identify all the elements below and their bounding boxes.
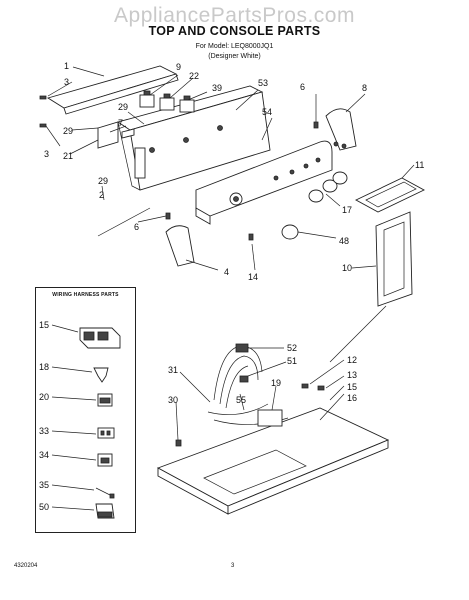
legend-part-50: 50 <box>39 502 115 519</box>
callout-19: 19 <box>271 378 281 388</box>
callout-numbers: 1 3 29 3 21 9 22 39 29 7 53 54 6 8 29 2 … <box>44 61 424 405</box>
page-number: 3 <box>231 563 235 569</box>
legend-callout-18: 18 <box>39 362 49 372</box>
stud-part <box>175 439 182 447</box>
callout-39: 39 <box>212 83 222 93</box>
lint-housing-part <box>375 211 413 307</box>
callout-17: 17 <box>342 205 352 215</box>
leader-lines <box>45 66 415 441</box>
wiring-harness-legend: WIRING HARNESS PARTS 15 18 20 33 <box>35 287 136 533</box>
callout-31: 31 <box>168 365 178 375</box>
model-color: (Designer White) <box>208 53 261 60</box>
document-code: 4320204 <box>14 563 38 569</box>
legend-part-20: 20 <box>39 392 113 407</box>
callout-48: 48 <box>339 236 349 246</box>
callout-8: 8 <box>362 83 367 93</box>
callout-29-low: 29 <box>98 176 108 186</box>
callout-1: 1 <box>64 61 69 71</box>
diagram-title: TOP AND CONSOLE PARTS <box>148 24 321 38</box>
top-panel-part <box>156 407 390 515</box>
clip-part <box>301 383 325 391</box>
bracket-part <box>97 121 135 149</box>
model-info: For Model: LEQ8000JQ1 (Designer White) <box>0 42 469 62</box>
console-panel-part <box>195 140 333 225</box>
callout-55: 55 <box>236 395 246 405</box>
callout-22: 22 <box>189 71 199 81</box>
callout-3-bottom: 3 <box>44 149 49 159</box>
callout-7: 7 <box>118 118 123 128</box>
callout-29-left: 29 <box>63 126 73 136</box>
legend-callout-35: 35 <box>39 480 49 490</box>
legend-title: WIRING HARNESS PARTS <box>52 292 119 298</box>
legend-callout-33: 33 <box>39 426 49 436</box>
legend-part-15: 15 <box>39 320 121 349</box>
legend-part-34: 34 <box>39 450 113 467</box>
legend-parts-drawing: 15 18 20 33 34 <box>39 320 121 519</box>
knob-parts <box>281 171 348 240</box>
callout-9: 9 <box>176 62 181 72</box>
legend-part-18: 18 <box>39 362 109 383</box>
legend-part-35: 35 <box>39 480 115 499</box>
callout-13: 13 <box>347 370 357 380</box>
lint-screen-part <box>355 177 425 213</box>
callout-29-mid: 29 <box>118 102 128 112</box>
callout-15-right: 15 <box>347 382 357 392</box>
callout-6-low: 6 <box>134 222 139 232</box>
legend-callout-20: 20 <box>39 392 49 402</box>
legend-callout-50: 50 <box>39 502 49 512</box>
watermark: AppliancePartsPros.com <box>114 4 355 27</box>
small-screw-part <box>165 121 319 241</box>
callout-21: 21 <box>63 151 73 161</box>
callout-12: 12 <box>347 355 357 365</box>
switch-parts <box>139 90 195 113</box>
callout-51: 51 <box>287 356 297 366</box>
end-cap-left-part <box>165 225 195 267</box>
callout-4: 4 <box>224 267 229 277</box>
callout-6-top: 6 <box>300 82 305 92</box>
callout-10: 10 <box>342 263 352 273</box>
end-cap-right-part <box>325 108 357 151</box>
legend-callout-34: 34 <box>39 450 49 460</box>
wire-part <box>97 207 151 237</box>
callout-30: 30 <box>168 395 178 405</box>
model-number: For Model: LEQ8000JQ1 <box>195 43 274 50</box>
screw-part <box>39 95 47 128</box>
legend-part-33: 33 <box>39 426 115 439</box>
legend-callout-15: 15 <box>39 320 49 330</box>
wiring-harness <box>207 343 289 427</box>
callout-14: 14 <box>248 272 258 282</box>
callout-3-top: 3 <box>64 77 69 87</box>
callout-54: 54 <box>262 107 272 117</box>
callout-2: 2 <box>99 190 104 200</box>
callout-16: 16 <box>347 393 357 403</box>
back-panel-part <box>46 65 179 115</box>
callout-53: 53 <box>258 78 268 88</box>
callout-52: 52 <box>287 343 297 353</box>
callout-11: 11 <box>415 160 424 170</box>
